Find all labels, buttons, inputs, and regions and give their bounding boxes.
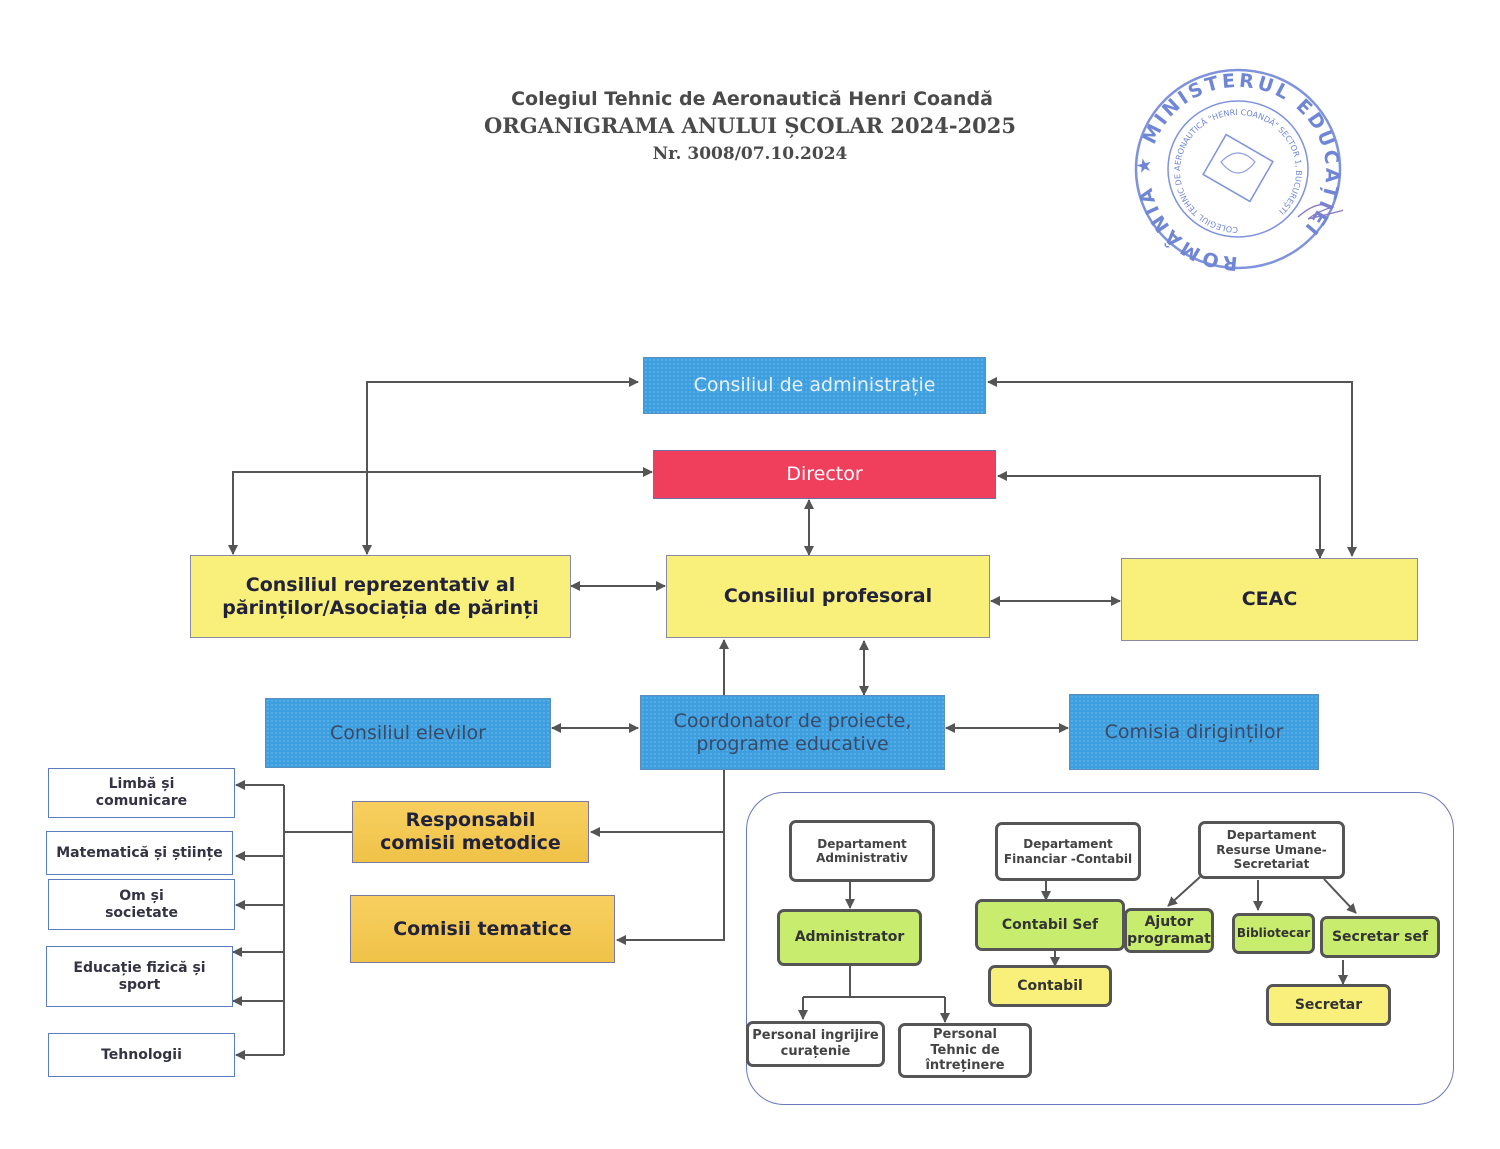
document-title: ORGANIGRAMA ANULUI ȘCOLAR 2024-2025 [484, 113, 1016, 138]
role-label: Contabil Sef [1001, 916, 1099, 933]
node-consiliul-profesoral: Consiliul profesoral [666, 555, 990, 638]
link-director-parinti [228, 467, 653, 555]
link-director-ceac [997, 471, 1325, 559]
arie-label: Educație fizică și sport [73, 959, 206, 993]
arie-label: Limbă și comunicare [95, 776, 188, 809]
node-label: Comisii tematice [393, 917, 572, 940]
node-ceac: CEAC [1121, 558, 1418, 641]
role-label: Secretar sef [1331, 928, 1429, 945]
arie-educatie-fizica: Educație fizică și sport [46, 946, 233, 1007]
role-bibliotecar: Bibliotecar [1232, 913, 1315, 954]
arie-limba-comunicare: Limbă și comunicare [48, 768, 235, 818]
role-label: Ajutor programat [1127, 913, 1211, 947]
node-consiliul-elevilor: Consiliul elevilor [265, 698, 551, 768]
link-administrator-staff [803, 966, 945, 998]
node-label: Consiliul elevilor [330, 721, 486, 744]
node-comisia-dirigintilor: Comisia diriginților [1069, 694, 1319, 770]
document-number: Nr. 3008/07.10.2024 [652, 144, 848, 164]
node-comisii-tematice: Comisii tematice [350, 895, 615, 963]
staff-tehnic: Personal Tehnic de întreținere [898, 1023, 1032, 1078]
institution-name: Colegiul Tehnic de Aeronautică Henri Coa… [511, 88, 993, 110]
role-label: Administrator [794, 929, 905, 946]
staff-label: Personal ingrijire curațenie [752, 1028, 879, 1059]
link-coordonator-tematice [616, 832, 725, 945]
dept-label: Departament Financiar -Contabil [1003, 837, 1133, 866]
link-dept-ru-secretarsef [1323, 878, 1357, 914]
arie-label: Om și societate [105, 887, 178, 921]
role-label: Bibliotecar [1236, 926, 1311, 941]
arie-label: Matematică și științe [56, 844, 223, 861]
node-consiliul-parinti: Consiliul reprezentativ al părinților/As… [190, 555, 571, 638]
dept-label: Departament Administrativ [816, 836, 908, 865]
staff-secretar: Secretar [1266, 984, 1391, 1026]
dept-label: Departament Resurse Umane-Secretariat [1216, 828, 1327, 872]
staff-label: Personal Tehnic de întreținere [925, 1027, 1005, 1074]
stamp-emblem [1202, 133, 1274, 203]
role-ajutor-programat: Ajutor programat [1124, 908, 1214, 953]
node-label: Director [786, 463, 863, 486]
link-admin-ceac [987, 377, 1357, 557]
arie-matematica-stiinte: Matematică și științe [46, 831, 233, 875]
staff-ingrijire: Personal ingrijire curațenie [746, 1021, 885, 1067]
role-secretar-sef: Secretar sef [1320, 916, 1440, 958]
role-contabil-sef: Contabil Sef [975, 899, 1125, 951]
node-label: Responsabil comisii metodice [380, 809, 561, 854]
node-consiliul-administratie: Consiliul de administrație [643, 357, 986, 414]
node-director: Director [653, 450, 996, 499]
arie-om-societate: Om și societate [48, 879, 235, 930]
staff-label: Secretar [1294, 996, 1363, 1013]
node-coordonator: Coordonator de proiecte, programe educat… [640, 695, 945, 770]
staff-label: Contabil [1017, 977, 1083, 994]
departments-panel [746, 792, 1454, 1105]
node-label: Consiliul reprezentativ al părinților/As… [222, 573, 539, 619]
official-stamp: ROMÂNIA ★ MINISTERUL EDUCAȚIEI COLEGIUL … [1133, 68, 1343, 272]
role-administrator: Administrator [777, 909, 922, 966]
node-label: Consiliul de administrație [693, 374, 936, 397]
link-coordonator-responsabil [590, 770, 725, 837]
node-label: Comisia diriginților [1104, 720, 1284, 743]
node-responsabil-comisii: Responsabil comisii metodice [352, 801, 589, 863]
dept-financiar: Departament Financiar -Contabil [995, 822, 1141, 881]
signature-mark [1297, 203, 1343, 220]
node-label: Consiliul profesoral [723, 585, 933, 608]
staff-contabil: Contabil [988, 965, 1112, 1007]
link-admin-parinti [362, 377, 639, 555]
arie-label: Tehnologii [101, 1046, 182, 1063]
node-label: CEAC [1241, 588, 1298, 611]
dept-administrativ: Departament Administrativ [789, 820, 935, 882]
node-label: Coordonator de proiecte, programe educat… [673, 709, 912, 755]
arie-tehnologii: Tehnologii [48, 1033, 235, 1077]
dept-resurse-umane: Departament Resurse Umane-Secretariat [1198, 821, 1345, 879]
link-dept-ru-ajutor [1167, 876, 1201, 907]
